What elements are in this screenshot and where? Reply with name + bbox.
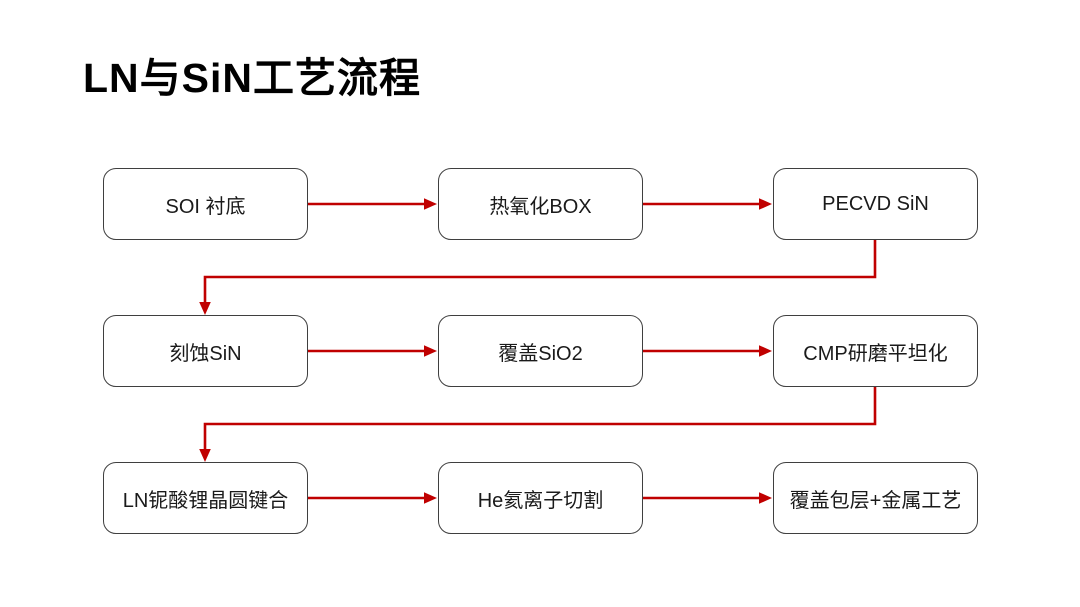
arrow-he-slicing-to-cladding-metal	[643, 492, 772, 504]
flow-step-ln-wafer-bonding: LN铌酸锂晶圆键合	[103, 462, 308, 534]
flow-step-cladding-metal: 覆盖包层+金属工艺	[773, 462, 978, 534]
flow-step-cover-sio2: 覆盖SiO2	[438, 315, 643, 387]
flow-step-pecvd-sin: PECVD SiN	[773, 168, 978, 240]
arrow-ln-bonding-to-he-slicing	[308, 492, 437, 504]
arrow-cmp-to-ln-bonding-elbow	[199, 387, 877, 462]
arrow-soi-to-thermal-oxide	[308, 198, 437, 210]
flow-step-he-ion-slicing: He氦离子切割	[438, 462, 643, 534]
flow-step-soi-substrate: SOI 衬底	[103, 168, 308, 240]
flow-step-etch-sin: 刻蚀SiN	[103, 315, 308, 387]
flow-step-thermal-oxide-box: 热氧化BOX	[438, 168, 643, 240]
flow-step-cmp-planarization: CMP研磨平坦化	[773, 315, 978, 387]
page-title: LN与SiN工艺流程	[83, 55, 421, 101]
arrow-thermal-oxide-to-pecvd	[643, 198, 772, 210]
arrow-etch-to-cover-sio2	[308, 345, 437, 357]
arrow-cover-sio2-to-cmp	[643, 345, 772, 357]
arrow-pecvd-to-etch-elbow	[199, 240, 877, 315]
